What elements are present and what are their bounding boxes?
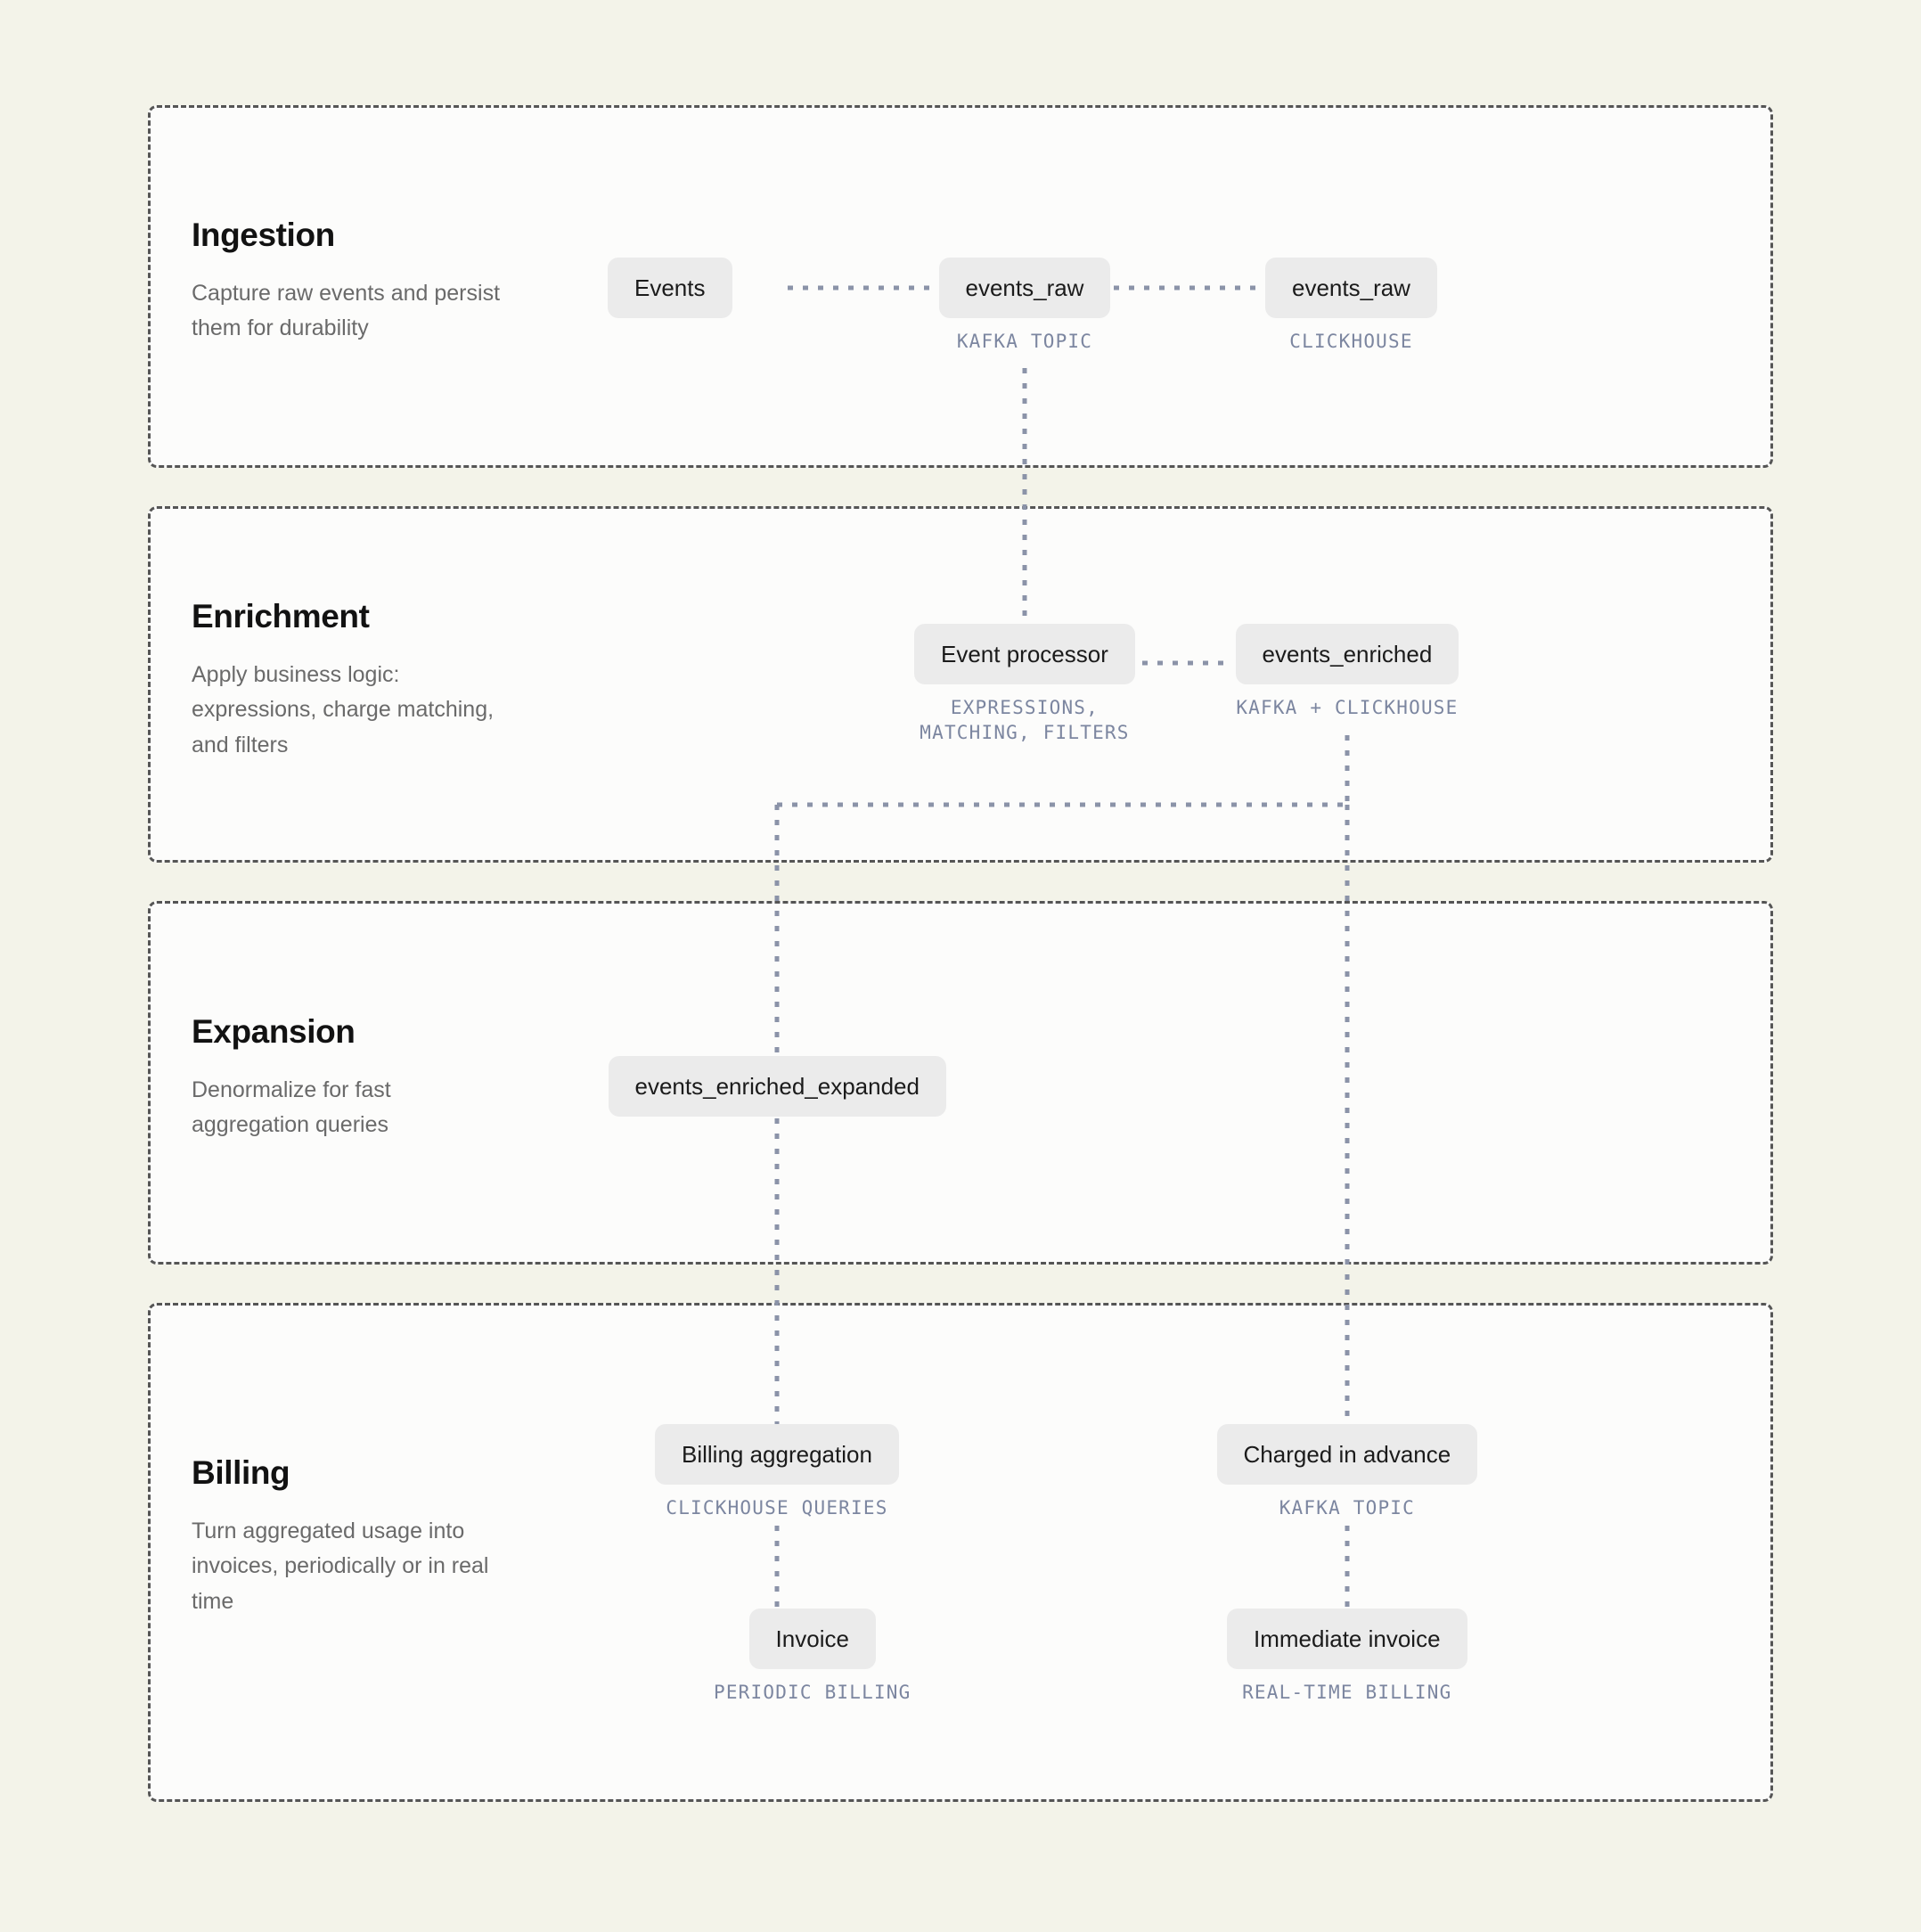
node-charged-in-advance-caption: KAFKA TOPIC (1279, 1497, 1415, 1519)
node-event-processor[interactable]: Event processor EXPRESSIONS, MATCHING, F… (914, 624, 1135, 746)
section-description-ingestion: Capture raw events and persist them for … (192, 280, 501, 341)
node-invoice-caption: PERIODIC BILLING (714, 1682, 911, 1703)
node-events-enriched-caption: KAFKA + CLICKHOUSE (1236, 697, 1459, 718)
node-events-raw-clickhouse[interactable]: events_raw CLICKHOUSE (1265, 258, 1437, 355)
section-description-enrichment: Apply business logic: expressions, charg… (192, 661, 495, 757)
section-text-billing: Billing Turn aggregated usage into invoi… (192, 1454, 512, 1619)
node-immediate-invoice-box[interactable]: Immediate invoice (1227, 1609, 1467, 1669)
node-events-enriched-expanded-box[interactable]: events_enriched_expanded (608, 1056, 946, 1117)
node-charged-in-advance-box[interactable]: Charged in advance (1216, 1424, 1478, 1485)
section-title-ingestion: Ingestion (192, 217, 335, 253)
section-text-expansion: Expansion Denormalize for fast aggregati… (192, 1013, 512, 1143)
node-invoice-box[interactable]: Invoice (748, 1609, 876, 1669)
node-invoice[interactable]: Invoice PERIODIC BILLING (714, 1609, 911, 1706)
node-events-enriched-box[interactable]: events_enriched (1235, 624, 1459, 684)
node-immediate-invoice-caption: REAL-TIME BILLING (1242, 1682, 1452, 1703)
node-events-raw-kafka[interactable]: events_raw KAFKA TOPIC (938, 258, 1111, 355)
section-title-expansion: Expansion (192, 1013, 356, 1050)
node-events-raw-kafka-box[interactable]: events_raw (938, 258, 1111, 318)
section-description-billing: Turn aggregated usage into invoices, per… (192, 1518, 489, 1614)
node-events-raw-clickhouse-box[interactable]: events_raw (1265, 258, 1437, 318)
node-billing-aggregation-box[interactable]: Billing aggregation (655, 1424, 899, 1485)
section-title-enrichment: Enrichment (192, 598, 370, 634)
section-title-billing: Billing (192, 1454, 290, 1491)
node-events-raw-kafka-caption: KAFKA TOPIC (956, 331, 1093, 352)
section-text-enrichment: Enrichment Apply business logic: express… (192, 598, 512, 763)
node-immediate-invoice[interactable]: Immediate invoice REAL-TIME BILLING (1227, 1609, 1467, 1706)
node-events-enriched-expanded[interactable]: events_enriched_expanded (608, 1056, 946, 1117)
section-description-expansion: Denormalize for fast aggregation queries (192, 1077, 391, 1138)
node-events[interactable]: Events (608, 258, 732, 318)
node-charged-in-advance[interactable]: Charged in advance KAFKA TOPIC (1216, 1424, 1478, 1521)
panel-billing (148, 1303, 1773, 1802)
node-billing-aggregation-caption: CLICKHOUSE QUERIES (666, 1497, 888, 1519)
node-billing-aggregation[interactable]: Billing aggregation CLICKHOUSE QUERIES (655, 1424, 899, 1521)
section-text-ingestion: Ingestion Capture raw events and persist… (192, 217, 512, 347)
node-events-box[interactable]: Events (608, 258, 732, 318)
panel-expansion (148, 901, 1773, 1265)
node-event-processor-caption: EXPRESSIONS, MATCHING, FILTERS (920, 697, 1130, 743)
node-events-raw-clickhouse-caption: CLICKHOUSE (1289, 331, 1413, 352)
node-event-processor-box[interactable]: Event processor (914, 624, 1135, 684)
node-events-enriched[interactable]: events_enriched KAFKA + CLICKHOUSE (1235, 624, 1459, 721)
